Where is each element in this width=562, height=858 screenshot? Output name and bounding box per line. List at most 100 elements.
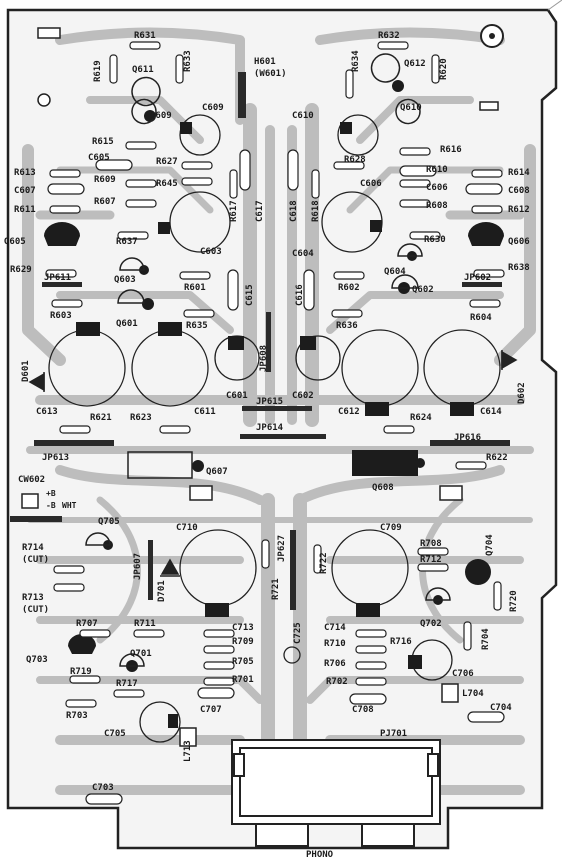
label-R720: R720 bbox=[509, 590, 519, 612]
label-C707: C707 bbox=[200, 705, 222, 715]
label-R637: R637 bbox=[116, 237, 138, 247]
label-R627: R627 bbox=[156, 157, 178, 167]
label-C614: C614 bbox=[480, 407, 502, 417]
label-Q701: Q701 bbox=[130, 649, 152, 659]
label-R615: R615 bbox=[92, 137, 114, 147]
label-PJ701: PJ701 bbox=[380, 729, 407, 739]
label-R621: R621 bbox=[90, 413, 112, 423]
label-C606b: C606 bbox=[426, 183, 448, 193]
label-R705: R705 bbox=[232, 657, 254, 667]
label-R603: R603 bbox=[50, 311, 72, 321]
label-R704: R704 bbox=[481, 628, 491, 650]
label-Q604: Q604 bbox=[384, 267, 406, 277]
label-R708: R708 bbox=[420, 539, 442, 549]
transistors bbox=[85, 53, 451, 667]
label-CUT1: (CUT) bbox=[22, 555, 49, 565]
label-R602: R602 bbox=[338, 283, 360, 293]
label-R709: R709 bbox=[232, 637, 254, 647]
label-R633: R633 bbox=[183, 50, 193, 72]
label-Q606: Q606 bbox=[508, 237, 530, 247]
label-R701: R701 bbox=[232, 675, 254, 685]
label-R711: R711 bbox=[134, 619, 156, 629]
label-R608: R608 bbox=[426, 201, 448, 211]
label-R609: R609 bbox=[94, 175, 116, 185]
label-C616: C616 bbox=[295, 284, 305, 306]
label-minusB: -B bbox=[46, 501, 56, 510]
label-R712: R712 bbox=[420, 555, 442, 565]
label-C612: C612 bbox=[338, 407, 360, 417]
label-R611: R611 bbox=[14, 205, 36, 215]
label-C610: C610 bbox=[292, 111, 314, 121]
label-C713: C713 bbox=[232, 623, 254, 633]
label-R634: R634 bbox=[351, 50, 361, 72]
label-JP627: JP627 bbox=[277, 535, 287, 562]
label-C725: C725 bbox=[293, 622, 303, 644]
label-PHONO: PHONO bbox=[306, 850, 334, 858]
label-R707: R707 bbox=[76, 619, 98, 629]
label-Q611: Q611 bbox=[132, 65, 154, 75]
label-WHT: WHT bbox=[62, 501, 77, 510]
label-R624: R624 bbox=[410, 413, 432, 423]
label-C709: C709 bbox=[380, 523, 402, 533]
label-C710: C710 bbox=[176, 523, 198, 533]
label-Q605: Q605 bbox=[4, 237, 26, 247]
label-CUT2: (CUT) bbox=[22, 605, 49, 615]
label-C606: C606 bbox=[360, 179, 382, 189]
label-R638: R638 bbox=[508, 263, 530, 273]
label-R607: R607 bbox=[94, 197, 116, 207]
label-C706: C706 bbox=[452, 669, 474, 679]
label-Q609: Q609 bbox=[150, 111, 172, 121]
label-Q612: Q612 bbox=[404, 59, 426, 69]
label-Q608: Q608 bbox=[372, 483, 394, 493]
label-Q610: Q610 bbox=[400, 103, 422, 113]
label-R721: R721 bbox=[271, 578, 281, 600]
label-R714: R714 bbox=[22, 543, 44, 553]
resistors bbox=[45, 41, 505, 805]
label-R706: R706 bbox=[324, 659, 346, 669]
board-outline bbox=[6, 0, 562, 850]
label-R722: R722 bbox=[319, 552, 329, 574]
label-C615: C615 bbox=[245, 284, 255, 306]
label-R710: R710 bbox=[324, 639, 346, 649]
label-Q704: Q704 bbox=[485, 534, 495, 556]
label-Q702: Q702 bbox=[420, 619, 442, 629]
label-Q607: Q607 bbox=[206, 467, 228, 477]
diodes bbox=[28, 350, 518, 577]
label-R645: R645 bbox=[156, 179, 178, 189]
label-R630: R630 bbox=[424, 235, 446, 245]
label-R616: R616 bbox=[440, 145, 462, 155]
label-C617: C617 bbox=[255, 200, 265, 222]
label-C618: C618 bbox=[289, 200, 299, 222]
label-Q602: Q602 bbox=[412, 285, 434, 295]
label-D701: D701 bbox=[157, 580, 167, 602]
label-C609: C609 bbox=[202, 103, 224, 113]
label-JP613: JP613 bbox=[42, 453, 69, 463]
inductors bbox=[21, 493, 459, 747]
label-Q601: Q601 bbox=[116, 319, 138, 329]
label-R610: R610 bbox=[426, 165, 448, 175]
label-R717: R717 bbox=[116, 679, 138, 689]
label-R619: R619 bbox=[93, 60, 103, 82]
label-R719: R719 bbox=[70, 667, 92, 677]
label-R614: R614 bbox=[508, 168, 530, 178]
phono-jack-connector bbox=[231, 739, 441, 847]
label-C603: C603 bbox=[200, 247, 222, 257]
label-H601: H601 bbox=[254, 57, 276, 67]
label-R703: R703 bbox=[66, 711, 88, 721]
label-R628: R628 bbox=[344, 155, 366, 165]
label-D602: D602 bbox=[517, 382, 527, 404]
label-R713: R713 bbox=[22, 593, 44, 603]
label-CW602: CW602 bbox=[18, 475, 45, 485]
label-C714: C714 bbox=[324, 623, 346, 633]
label-C601: C601 bbox=[226, 391, 248, 401]
label-C602: C602 bbox=[292, 391, 314, 401]
label-JP607: JP607 bbox=[133, 553, 143, 580]
label-Q703: Q703 bbox=[26, 655, 48, 665]
jumper-wires bbox=[10, 72, 510, 610]
label-R618: R618 bbox=[311, 200, 321, 222]
label-R635: R635 bbox=[186, 321, 208, 331]
label-C705: C705 bbox=[104, 729, 126, 739]
label-JP608: JP608 bbox=[259, 345, 269, 372]
label-C708: C708 bbox=[352, 705, 374, 715]
